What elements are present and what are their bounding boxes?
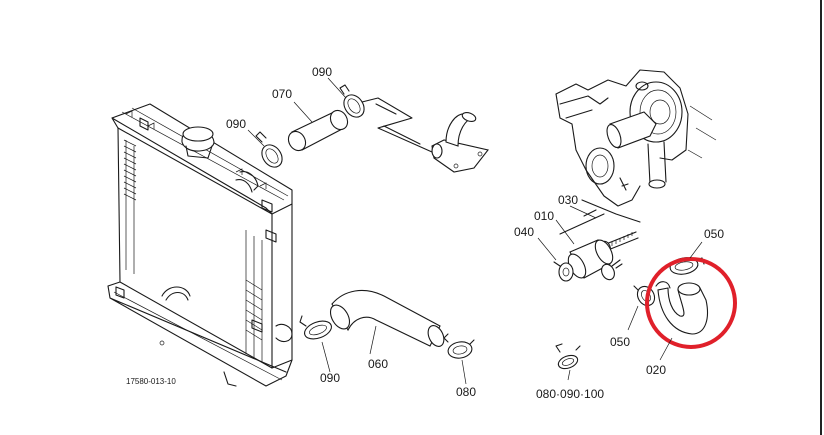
label-090-left: 090 [226,117,246,131]
radiator [107,103,293,387]
upper-hose-assembly [255,84,489,173]
hose-clamp-lower-left [299,315,332,340]
label-050-right: 050 [704,227,724,241]
thermostat-cover [431,111,489,173]
label-070: 070 [272,87,292,101]
washer-040 [553,261,574,282]
radiator-bottom-outlet [161,286,191,301]
label-010: 010 [534,209,554,223]
leader-lines [247,77,703,385]
water-pipe-assembly [633,257,709,335]
hose-clamp-bypass [601,259,623,281]
label-040: 040 [514,225,534,239]
label-060: 060 [368,357,388,371]
radiator-fins-left [123,139,137,274]
label-020: 020 [646,363,666,377]
elbow-hose-020 [655,281,709,335]
sleeve-010 [567,239,614,279]
bypass-assembly [553,199,641,282]
water-pump-housing [555,69,717,207]
label-080: 080 [456,385,476,399]
upper-hose [287,109,349,152]
label-050-left: 050 [610,335,630,349]
page-edge [820,0,822,435]
drawing-number: 17580-013-10 [126,377,176,386]
radiator-cap [181,126,215,159]
highlight-circle [645,257,737,349]
label-030: 030 [558,193,578,207]
lower-hose [329,289,445,347]
hose-clamp-upper-top [339,84,365,118]
radiator-bottom-tank [107,281,293,387]
radiator-top-tank [111,103,293,215]
label-090-top: 090 [312,65,332,79]
radiator-fins-right [245,230,263,362]
lower-hose-assembly [299,289,475,359]
radiator-upper-inlet [235,171,259,193]
label-clamp-set: 080·090·100 [536,387,604,401]
clamp-set [555,343,581,370]
label-090-bottom: 090 [320,371,340,385]
radiator-side [271,203,293,369]
hose-clamp-lower-right [443,333,475,359]
hose-clamp-upper-left [255,131,283,168]
